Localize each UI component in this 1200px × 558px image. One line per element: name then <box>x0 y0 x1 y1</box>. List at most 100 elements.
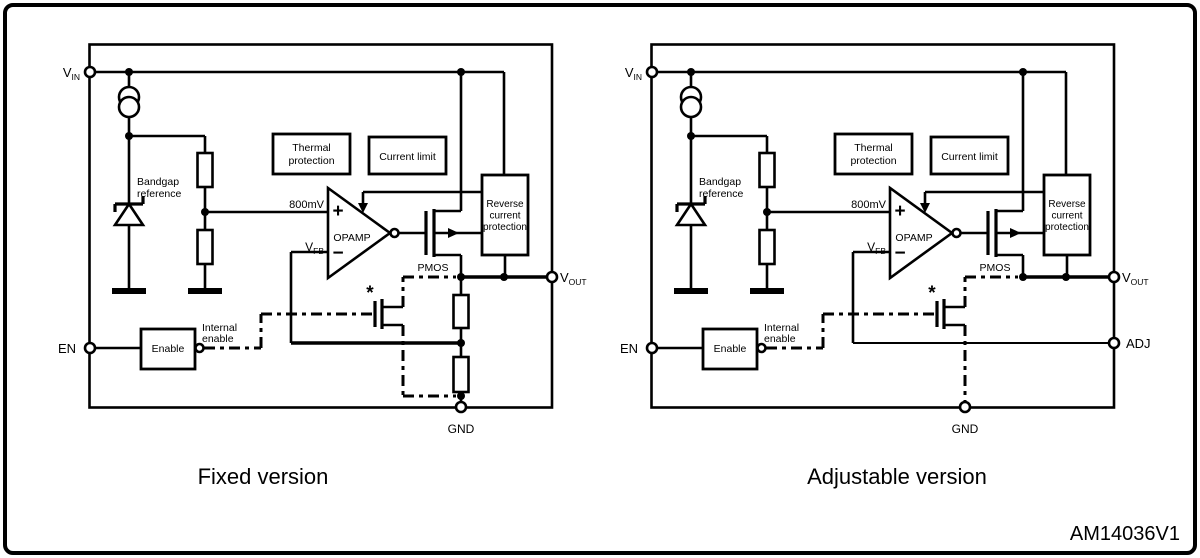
bandgap-resistor-top <box>758 151 776 189</box>
vout-terminal <box>545 270 559 284</box>
gnd-terminal <box>454 400 468 414</box>
bandgap-label: reference <box>699 188 744 200</box>
ref-voltage-label: 800mV <box>289 199 325 211</box>
bandgap-zener-diode-icon <box>674 196 708 227</box>
bandgap-label: Bandgap <box>137 176 179 188</box>
reverse-protection-label: current <box>1051 211 1082 222</box>
enable-output-bubble <box>194 342 205 354</box>
opamp-minus-input: − <box>894 243 905 264</box>
feedback-arrowhead <box>920 203 930 213</box>
adjustable-version-diagram: VIN EN VOUT ADJ GND Bandgap reference Th… <box>620 43 1151 489</box>
opamp-label: OPAMP <box>333 232 370 244</box>
reverse-protection-label: current <box>489 211 520 222</box>
opamp-symbol <box>888 185 962 281</box>
bandgap-zener-diode-icon <box>112 196 146 227</box>
current-source-icon <box>117 85 141 119</box>
pmos-arrowhead <box>448 228 459 238</box>
thermal-protection-label: Thermal <box>854 142 893 154</box>
bandgap-resistor-top <box>196 151 214 189</box>
bandgap-label: Bandgap <box>699 176 741 188</box>
internal-enable-dashed-wire <box>204 312 374 350</box>
bandgap-resistor-bottom <box>196 228 214 266</box>
gnd-label: GND <box>952 422 979 436</box>
bleed-transistor-dashed-wires <box>963 275 1018 401</box>
current-limit-block <box>929 135 1010 176</box>
output-divider-resistor-top <box>452 293 470 330</box>
bandgap-resistor-bottom <box>758 228 776 266</box>
ref-voltage-label: 800mV <box>851 199 887 211</box>
internal-enable-label: enable <box>764 333 796 345</box>
bleed-transistor-dashed-wires <box>401 275 456 398</box>
vout-label: VOUT <box>1122 270 1149 287</box>
reverse-protection-label: Reverse <box>1048 199 1086 210</box>
vin-label: VIN <box>625 65 642 82</box>
thermal-protection-label: protection <box>288 155 334 167</box>
adj-terminal <box>1107 336 1121 350</box>
reverse-protection-label: protection <box>483 222 527 233</box>
current-limit-label: Current limit <box>379 151 436 163</box>
opamp-minus-input: − <box>332 243 343 264</box>
figure-border <box>3 3 1197 555</box>
en-terminal <box>83 341 97 355</box>
en-label: EN <box>58 341 76 356</box>
enable-output-bubble <box>756 342 767 354</box>
adj-label: ADJ <box>1126 336 1151 351</box>
vout-terminal <box>1107 270 1121 284</box>
en-terminal <box>645 341 659 355</box>
vin-terminal <box>83 65 97 79</box>
figure-code: AM14036V1 <box>1070 523 1180 545</box>
reverse-protection-label: Reverse <box>486 199 524 210</box>
junction-dots <box>687 68 1070 281</box>
thermal-protection-block <box>833 132 914 176</box>
opamp-plus-input: + <box>894 201 905 222</box>
asterisk-marker: * <box>366 283 374 304</box>
vin-terminal <box>645 65 659 79</box>
ic-boundary <box>88 43 554 409</box>
enable-block <box>139 327 197 371</box>
internal-enable-dashed-wire <box>766 312 936 350</box>
vfb-label: VFB <box>867 240 886 256</box>
pmos-label: PMOS <box>980 262 1011 274</box>
vfb-label: VFB <box>305 240 324 256</box>
current-limit-label: Current limit <box>941 151 998 163</box>
reverse-current-protection-block <box>1042 173 1092 257</box>
fixed-version-diagram: VIN EN VOUT GND Bandgap reference Therma… <box>58 43 587 489</box>
output-divider-resistor-bottom <box>452 355 470 394</box>
gnd-terminal <box>958 400 972 414</box>
feedback-arrowhead <box>358 203 368 213</box>
opamp-symbol <box>326 185 400 281</box>
opamp-output-bubble <box>389 227 400 239</box>
enable-label: Enable <box>714 343 747 355</box>
pmos-symbol <box>424 209 459 257</box>
opamp-label: OPAMP <box>895 232 932 244</box>
reverse-protection-label: protection <box>1045 222 1089 233</box>
gnd-label: GND <box>448 422 475 436</box>
asterisk-marker: * <box>928 283 936 304</box>
thermal-protection-block <box>271 132 352 176</box>
pmos-arrowhead <box>1010 228 1021 238</box>
enable-block <box>701 327 759 371</box>
vout-label: VOUT <box>560 270 587 287</box>
caption-adjustable: Adjustable version <box>807 464 987 489</box>
vin-label: VIN <box>63 65 80 82</box>
opamp-plus-input: + <box>332 201 343 222</box>
junction-dots <box>125 68 508 400</box>
current-source-icon <box>679 85 703 119</box>
internal-enable-label: enable <box>202 333 234 345</box>
thermal-protection-label: Thermal <box>292 142 331 154</box>
internal-enable-label: Internal <box>202 322 237 334</box>
current-limit-block <box>367 135 448 176</box>
internal-enable-label: Internal <box>764 322 799 334</box>
pmos-symbol <box>986 209 1021 257</box>
reverse-current-protection-block <box>480 173 530 257</box>
en-label: EN <box>620 341 638 356</box>
caption-fixed: Fixed version <box>198 464 329 489</box>
ic-boundary <box>650 43 1116 409</box>
enable-label: Enable <box>152 343 185 355</box>
bleed-transistor-symbol <box>373 299 403 329</box>
bandgap-label: reference <box>137 188 182 200</box>
opamp-output-bubble <box>951 227 962 239</box>
pmos-label: PMOS <box>418 262 449 274</box>
bleed-transistor-symbol <box>935 299 965 329</box>
